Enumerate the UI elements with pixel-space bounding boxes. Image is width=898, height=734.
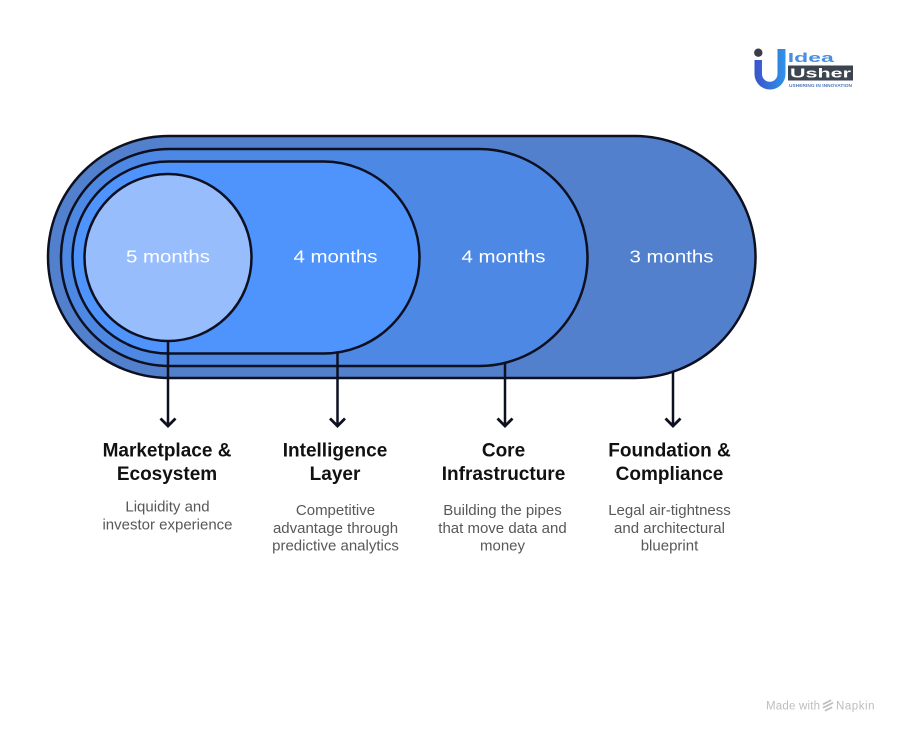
svg-text:advantage through: advantage through xyxy=(273,520,398,537)
svg-text:4 months: 4 months xyxy=(462,247,546,267)
svg-text:money: money xyxy=(480,538,526,555)
svg-text:Competitive: Competitive xyxy=(296,502,375,519)
svg-text:Compliance: Compliance xyxy=(616,464,724,485)
svg-text:blueprint: blueprint xyxy=(641,538,699,555)
svg-text:Building the pipes: Building the pipes xyxy=(443,502,561,519)
svg-text:Liquidity and: Liquidity and xyxy=(125,499,209,516)
svg-text:Layer: Layer xyxy=(310,464,361,485)
svg-text:Foundation &: Foundation & xyxy=(608,440,731,461)
svg-text:3 months: 3 months xyxy=(630,247,714,267)
svg-text:5 months: 5 months xyxy=(126,247,210,267)
svg-text:and architectural: and architectural xyxy=(614,520,725,537)
svg-text:Usher: Usher xyxy=(790,67,851,81)
svg-text:Intelligence: Intelligence xyxy=(283,440,388,461)
svg-text:Made with: Made with xyxy=(766,701,820,713)
svg-text:Core: Core xyxy=(482,440,525,461)
svg-text:Legal air-tightness: Legal air-tightness xyxy=(608,502,731,519)
svg-text:Idea: Idea xyxy=(788,51,836,65)
svg-text:Marketplace &: Marketplace & xyxy=(103,440,232,461)
svg-text:investor experience: investor experience xyxy=(102,516,232,533)
svg-text:that move data and: that move data and xyxy=(438,520,566,537)
svg-text:4 months: 4 months xyxy=(294,247,378,267)
svg-text:Infrastructure: Infrastructure xyxy=(442,464,566,485)
svg-text:Ecosystem: Ecosystem xyxy=(117,464,217,485)
svg-text:USHERING IN INNOVATION: USHERING IN INNOVATION xyxy=(789,83,853,89)
svg-text:predictive analytics: predictive analytics xyxy=(272,538,399,555)
svg-text:Napkin: Napkin xyxy=(836,701,875,713)
